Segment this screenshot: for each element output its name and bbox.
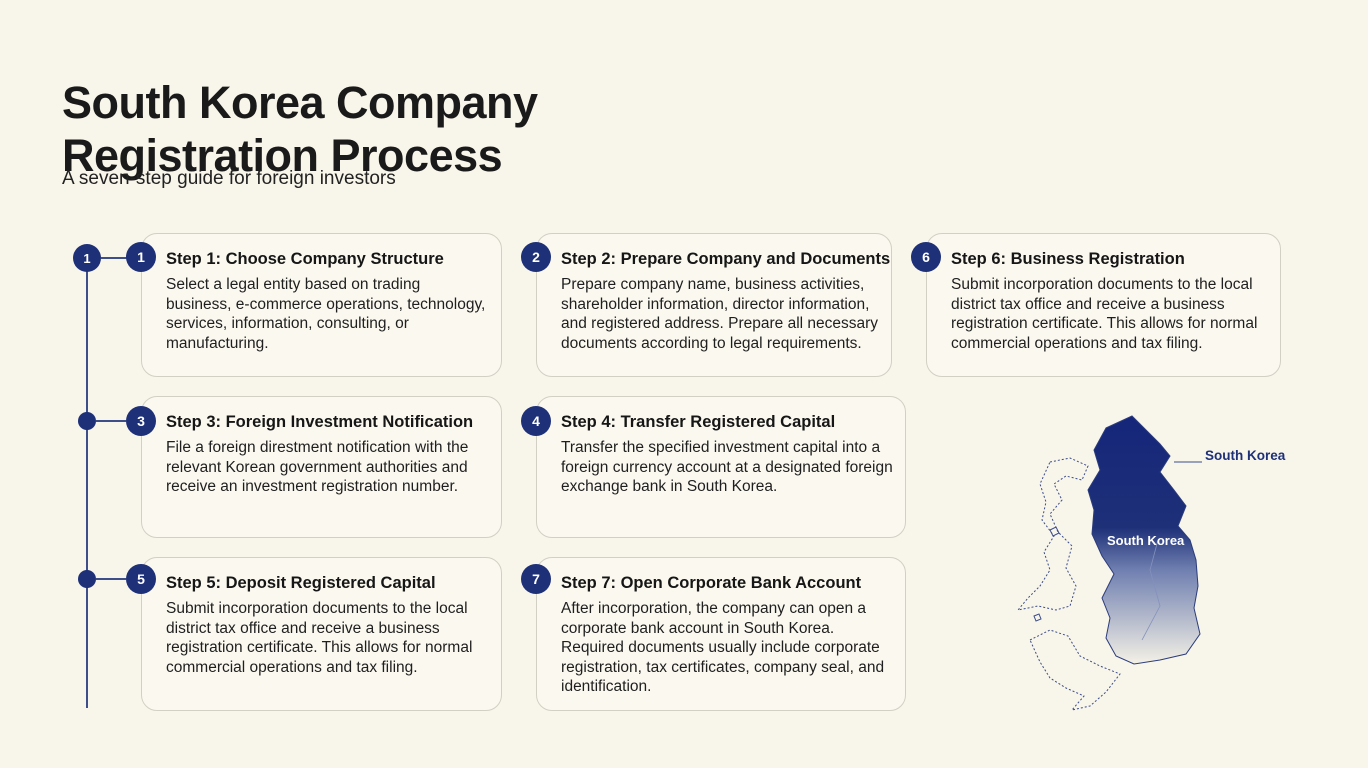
- step-card-5: Step 5: Deposit Registered Capital Submi…: [141, 557, 502, 711]
- timeline-dot-5: [78, 570, 96, 588]
- step-description: After incorporation, the company can ope…: [561, 600, 885, 695]
- timeline-node-start: 1: [73, 244, 101, 272]
- coastline-outline: [1016, 457, 1089, 611]
- step-title: Step 4: Transfer Registered Capital: [561, 413, 836, 431]
- step-description: Submit incorporation documents to the lo…: [951, 276, 1258, 352]
- step-title: Step 3: Foreign Investment Notification: [166, 413, 474, 431]
- timeline-line: [86, 258, 88, 708]
- step-title: Step 1: Choose Company Structure: [166, 250, 444, 268]
- step-number-badge: 1: [126, 242, 156, 272]
- timeline-connector-5: [96, 578, 126, 580]
- step-title: Step 5: Deposit Registered Capital: [166, 574, 436, 592]
- step-card-2: Step 2: Prepare Company and Documents Pr…: [536, 233, 892, 377]
- map-region-label: South Korea: [1107, 533, 1185, 548]
- south-korea-map: [1016, 415, 1202, 711]
- step-description: Select a legal entity based on trading b…: [166, 276, 486, 352]
- step-title: Step 2: Prepare Company and Documents: [561, 250, 891, 268]
- step-number-badge: 7: [521, 564, 551, 594]
- step-card-7: Step 7: Open Corporate Bank Account Afte…: [536, 557, 906, 711]
- step-card-4: Step 4: Transfer Registered Capital Tran…: [536, 396, 906, 538]
- step-card-3: Step 3: Foreign Investment Notification …: [141, 396, 502, 538]
- page-title: South Korea Company Registration Process: [62, 77, 538, 182]
- step-description: Prepare company name, business activitie…: [561, 276, 879, 352]
- timeline-connector-3: [96, 420, 126, 422]
- step-number-badge: 6: [911, 242, 941, 272]
- step-number-badge: 2: [521, 242, 551, 272]
- timeline-dot-3: [78, 412, 96, 430]
- map-callout-label: South Korea: [1205, 448, 1286, 463]
- southern-coast-outline: [1029, 629, 1121, 711]
- step-description: Transfer the specified investment capita…: [561, 439, 893, 495]
- step-number-badge: 3: [126, 406, 156, 436]
- step-title: Step 6: Business Registration: [951, 250, 1185, 268]
- step-description: Submit incorporation documents to the lo…: [166, 600, 473, 676]
- internal-border: [1141, 539, 1161, 641]
- island-1: [1049, 526, 1060, 537]
- island-2: [1033, 613, 1042, 622]
- step-number-badge: 5: [126, 564, 156, 594]
- step-title: Step 7: Open Corporate Bank Account: [561, 574, 862, 592]
- page-subtitle: A seven-step guide for foreign investors: [62, 168, 396, 189]
- step-number-badge: 4: [521, 406, 551, 436]
- korea-region-shape: [1087, 415, 1201, 665]
- step-description: File a foreign direstment notification w…: [166, 439, 469, 495]
- step-card-6: Step 6: Business Registration Submit inc…: [926, 233, 1281, 377]
- timeline-connector-1: [101, 257, 127, 259]
- step-card-1: Step 1: Choose Company Structure Select …: [141, 233, 502, 377]
